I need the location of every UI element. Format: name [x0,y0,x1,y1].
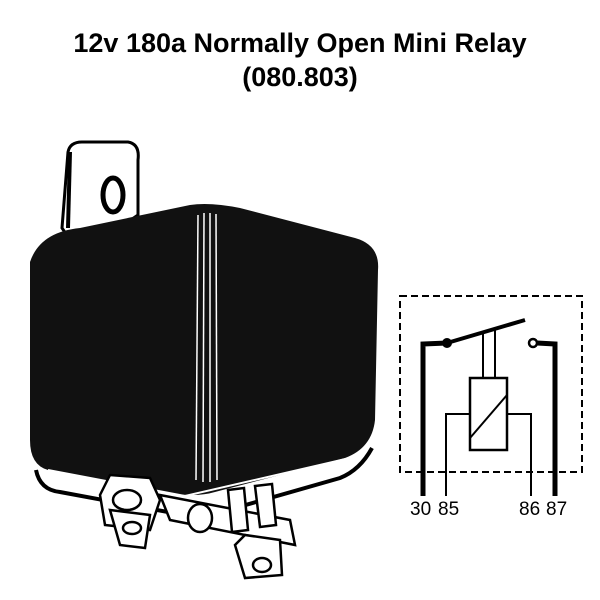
relay-terminals [98,473,297,580]
switch-lever [446,318,526,345]
pin-85-wire [445,413,470,496]
no-contact [527,337,539,349]
part-number: (080.803) [242,62,358,92]
pin-label-30: 30 [410,499,432,520]
pin-label-87: 87 [546,499,568,520]
coil [468,376,509,452]
pin-86-wire [507,413,532,496]
product-title: 12v 180a Normally Open Mini Relay [73,28,527,58]
relay-outline [399,295,583,473]
pin-label-85: 85 [438,499,460,520]
pin-30-wire [420,340,448,496]
pin-87-wire [536,340,558,496]
pin-label-86: 86 [519,499,541,520]
